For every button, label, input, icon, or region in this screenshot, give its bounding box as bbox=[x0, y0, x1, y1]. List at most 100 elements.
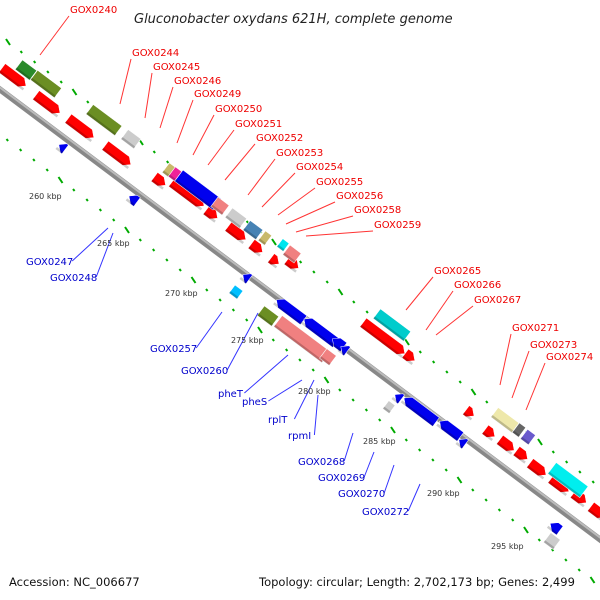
tick-inner bbox=[153, 249, 155, 251]
leader-line bbox=[314, 395, 318, 435]
tick-inner bbox=[179, 269, 181, 271]
tick-inner bbox=[458, 477, 462, 483]
tick-outer bbox=[538, 439, 542, 445]
leader-line bbox=[406, 277, 433, 310]
gene-label-phet: pheT bbox=[218, 389, 244, 400]
leader-line bbox=[296, 216, 353, 232]
gene-label-rpmi: rpmI bbox=[288, 431, 311, 442]
leader-line bbox=[145, 73, 152, 118]
tick-outer bbox=[592, 481, 594, 483]
gene-box-olive bbox=[257, 306, 279, 326]
tick-outer bbox=[339, 289, 343, 295]
gene-label-gox0246: GOX0246 bbox=[174, 76, 221, 87]
gene-label-gox0247: GOX0247 bbox=[26, 257, 73, 268]
cds-reverse bbox=[401, 394, 440, 427]
tick-outer bbox=[87, 101, 89, 103]
tick-inner bbox=[379, 419, 381, 421]
kbp-label: 285 kbp bbox=[363, 437, 396, 446]
tick-inner bbox=[432, 459, 434, 461]
tick-inner bbox=[524, 527, 528, 533]
leader-line bbox=[526, 363, 545, 410]
tick-inner bbox=[578, 569, 580, 571]
tick-inner bbox=[286, 349, 288, 351]
gene-label-gox0271: GOX0271 bbox=[512, 323, 559, 334]
gene-label-gox0269: GOX0269 bbox=[318, 473, 365, 484]
gene-label-gox0257: GOX0257 bbox=[150, 344, 197, 355]
cds-forward bbox=[33, 91, 64, 118]
tick-inner bbox=[100, 209, 102, 211]
tick-inner bbox=[312, 369, 314, 371]
cds-forward bbox=[482, 425, 498, 441]
tick-inner bbox=[7, 139, 9, 141]
tick-inner bbox=[472, 489, 474, 491]
leader-line bbox=[244, 355, 288, 393]
tick-outer bbox=[433, 361, 435, 363]
gene-label-gox0266: GOX0266 bbox=[454, 280, 501, 291]
tick-inner bbox=[192, 277, 196, 283]
tick-outer bbox=[566, 461, 568, 463]
gene-label-gox0245: GOX0245 bbox=[153, 62, 200, 73]
tick-outer bbox=[420, 351, 422, 353]
cds-reverse-shape bbox=[273, 295, 307, 324]
leader-line bbox=[278, 188, 315, 215]
accession-label: Accession: NC_006677 bbox=[9, 575, 140, 589]
tick-inner bbox=[219, 299, 221, 301]
gene-box-steelblue bbox=[243, 220, 263, 239]
gene-box-grey bbox=[383, 401, 395, 414]
gene-box-olive-shape bbox=[30, 70, 61, 98]
leader-line bbox=[306, 231, 373, 236]
tick-inner bbox=[591, 577, 595, 583]
map-title: Gluconobacter oxydans 621H, complete gen… bbox=[134, 12, 453, 27]
gene-label-rplt: rplT bbox=[268, 415, 288, 426]
leader-line bbox=[364, 452, 374, 477]
leader-line bbox=[344, 433, 353, 461]
tick-outer bbox=[313, 271, 315, 273]
tick-inner bbox=[140, 239, 142, 241]
kbp-labels: 260 kbp265 kbp270 kbp275 kbp280 kbp285 k… bbox=[29, 192, 524, 551]
leader-line bbox=[262, 173, 295, 207]
tick-inner bbox=[73, 189, 75, 191]
tick-inner bbox=[59, 177, 63, 183]
tick-outer bbox=[579, 471, 581, 473]
kbp-label: 265 kbp bbox=[97, 239, 130, 248]
leader-line bbox=[286, 202, 335, 224]
tick-inner bbox=[246, 319, 248, 321]
tick-inner bbox=[512, 519, 514, 521]
tick-outer bbox=[34, 61, 36, 63]
gene-label-gox0254: GOX0254 bbox=[296, 162, 343, 173]
tick-inner bbox=[113, 219, 115, 221]
gene-box-lightblue bbox=[229, 285, 243, 299]
cds-reverse bbox=[547, 519, 563, 535]
tick-inner bbox=[325, 377, 329, 383]
gene-label-gox0268: GOX0268 bbox=[298, 457, 345, 468]
tick-inner bbox=[33, 159, 35, 161]
tick-inner bbox=[125, 227, 129, 233]
cds-forward bbox=[513, 446, 531, 463]
tick-inner bbox=[273, 339, 275, 341]
tick-outer bbox=[73, 89, 77, 95]
tick-inner bbox=[499, 509, 501, 511]
kbp-label: 280 kbp bbox=[298, 387, 331, 396]
tick-outer bbox=[247, 221, 249, 223]
cds-forward bbox=[527, 459, 550, 480]
leader-line bbox=[500, 334, 511, 385]
tick-inner bbox=[419, 449, 421, 451]
tick-outer bbox=[167, 161, 169, 163]
gene-label-gox0256: GOX0256 bbox=[336, 191, 383, 202]
gene-box-grey bbox=[121, 129, 141, 148]
tick-inner bbox=[86, 199, 88, 201]
leader-line bbox=[196, 312, 222, 348]
genome-summary: Topology: circular; Length: 2,702,173 bp… bbox=[258, 575, 575, 589]
gene-label-gox0260: GOX0260 bbox=[181, 366, 228, 377]
leader-line bbox=[436, 306, 473, 335]
tick-inner bbox=[406, 439, 408, 441]
kbp-label: 290 kbp bbox=[427, 489, 460, 498]
gene-label-gox0240: GOX0240 bbox=[70, 5, 117, 16]
tick-outer bbox=[366, 311, 368, 313]
tick-inner bbox=[391, 427, 395, 433]
tick-inner bbox=[206, 289, 208, 291]
leader-line bbox=[225, 144, 255, 180]
leader-line bbox=[193, 115, 214, 155]
tick-inner bbox=[485, 499, 487, 501]
